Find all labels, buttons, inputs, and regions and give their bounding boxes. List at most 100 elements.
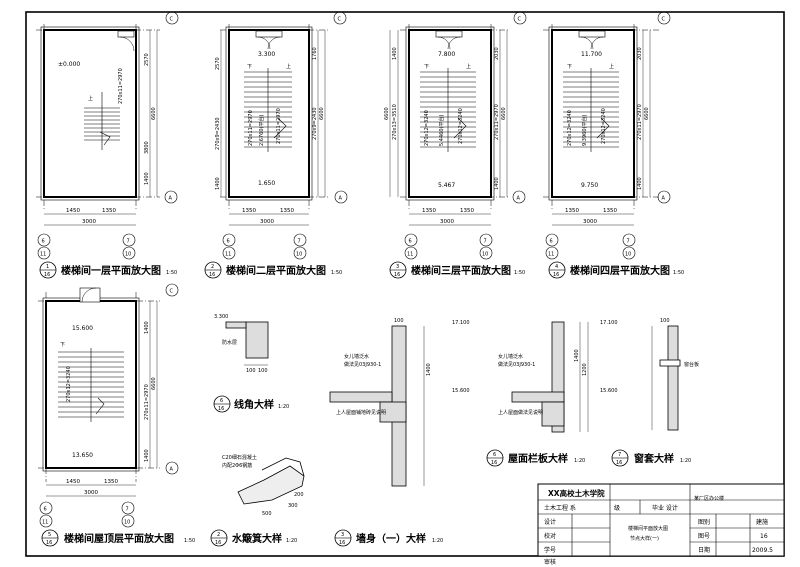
svg-text:6600: 6600: [319, 107, 325, 120]
svg-text:15.600: 15.600: [600, 388, 618, 394]
svg-text:300: 300: [288, 503, 298, 509]
svg-text:7.800: 7.800: [438, 51, 455, 58]
svg-text:17.100: 17.100: [600, 320, 618, 326]
svg-text:上: 上: [88, 95, 93, 102]
svg-text:上: 上: [466, 63, 471, 70]
title-block: XX高校土木学院 土木工程 系 级 毕业 设计 某厂区办公楼 设计 校对 学号 …: [537, 483, 785, 566]
svg-text:9.750: 9.750: [581, 182, 598, 189]
svg-text:1400: 1400: [426, 363, 432, 376]
svg-text:16: 16: [44, 272, 50, 278]
svg-text:2570: 2570: [215, 57, 221, 70]
tb-project: 毕业 设计: [652, 504, 678, 512]
svg-text:4: 4: [555, 264, 558, 270]
tb-drawing-no-label: 图别: [698, 518, 710, 526]
svg-text:1400: 1400: [494, 177, 500, 190]
svg-text:270x11=2970: 270x11=2970: [276, 108, 282, 144]
svg-text:1:20: 1:20: [286, 538, 297, 544]
svg-text:16: 16: [215, 540, 221, 546]
svg-text:13.650: 13.650: [72, 452, 93, 459]
plan-5-title: 楼梯间屋顶层平面放大图: [64, 532, 174, 545]
tb-class: 级: [614, 504, 620, 512]
svg-text:6: 6: [44, 507, 47, 513]
svg-text:16: 16: [491, 460, 497, 466]
svg-text:1760: 1760: [312, 47, 318, 60]
svg-text:C: C: [170, 289, 174, 295]
svg-text:2030: 2030: [637, 47, 643, 60]
detail-window-surround: 窗台板 100 7 16 窗套大样 1:20: [611, 318, 699, 467]
svg-text:10: 10: [124, 520, 130, 526]
svg-text:1:20: 1:20: [680, 458, 691, 464]
tb-date-label: 日期: [698, 546, 710, 554]
svg-text:C: C: [662, 17, 666, 23]
svg-text:7: 7: [484, 239, 487, 245]
detail-splash-block: C20细石混凝土 内配2Φ6钢筋 500 300 200 2 16 水簸箕大样 …: [210, 454, 305, 547]
svg-text:16: 16: [616, 460, 622, 466]
svg-text:16: 16: [218, 406, 224, 412]
tb-sheet-no-value: 16: [760, 533, 768, 540]
svg-text:6: 6: [227, 239, 230, 245]
svg-text:16: 16: [46, 540, 52, 546]
svg-text:2030: 2030: [494, 47, 500, 60]
svg-text:6600: 6600: [501, 107, 507, 120]
svg-text:270x11=2970: 270x11=2970: [144, 384, 150, 420]
svg-text:11: 11: [548, 252, 554, 258]
svg-text:15.600: 15.600: [72, 325, 93, 332]
svg-text:16: 16: [339, 540, 345, 546]
svg-text:2: 2: [211, 264, 214, 270]
svg-text:1400: 1400: [574, 349, 580, 362]
svg-text:做法见03J930-1: 做法见03J930-1: [344, 361, 381, 368]
svg-text:A: A: [339, 196, 343, 202]
svg-text:270x12=3240: 270x12=3240: [66, 366, 72, 402]
svg-text:17.100: 17.100: [452, 320, 470, 326]
svg-text:10: 10: [125, 252, 131, 258]
svg-text:3: 3: [396, 264, 399, 270]
svg-text:7: 7: [127, 239, 130, 245]
svg-text:1350: 1350: [104, 479, 118, 485]
svg-text:上: 上: [286, 63, 291, 70]
svg-text:窗台板: 窗台板: [684, 361, 699, 368]
svg-text:5: 5: [48, 532, 51, 538]
svg-text:6: 6: [493, 452, 496, 458]
svg-text:1350: 1350: [422, 208, 436, 214]
detail-wall-section-title: 墙身（一）大样: [356, 532, 426, 545]
svg-text:C: C: [338, 17, 342, 23]
detail-splash-block-title: 水簸箕大样: [231, 532, 282, 545]
svg-text:10: 10: [625, 252, 631, 258]
svg-text:7: 7: [627, 239, 630, 245]
tb-row-label: 学号: [544, 546, 556, 554]
plan-4: 11.700 9.750 下 上 270x12=3240 9.3960(平台) …: [543, 11, 684, 279]
svg-text:3000: 3000: [82, 219, 96, 225]
svg-text:防水层: 防水层: [222, 339, 237, 346]
svg-text:100: 100: [660, 318, 670, 324]
svg-text:1400: 1400: [144, 321, 150, 334]
detail-moulding: 3.300 防水层 100 100 6 16 线角大样 1:20: [213, 314, 289, 413]
svg-text:6600: 6600: [644, 107, 650, 120]
plan-2: 3.300 1.650 下 上 270x11=2970 2.6760(平台) 2…: [204, 11, 348, 279]
svg-text:500: 500: [262, 511, 272, 517]
svg-text:2: 2: [217, 532, 220, 538]
detail-moulding-title: 线角大样: [234, 398, 274, 411]
svg-text:100: 100: [258, 368, 268, 374]
svg-text:7: 7: [126, 507, 129, 513]
svg-text:2.6760(平台): 2.6760(平台): [258, 115, 265, 146]
svg-text:1.650: 1.650: [258, 180, 275, 187]
svg-text:3.300: 3.300: [214, 314, 228, 320]
plan-5: 15.600 13.650 270x12=3240 下 1400 270x11=…: [38, 283, 195, 547]
svg-text:270x11=2970: 270x11=2970: [118, 68, 124, 104]
svg-text:6: 6: [550, 239, 553, 245]
detail-parapet-title: 屋面栏板大样: [508, 452, 568, 465]
svg-text:内配2Φ6钢筋: 内配2Φ6钢筋: [222, 462, 252, 469]
plan-1: 上 270x11=2970 ±0.000 2570 3800 1400 6600…: [36, 11, 179, 279]
plan-4-title: 楼梯间四层平面放大图: [570, 264, 670, 277]
svg-text:10: 10: [482, 252, 488, 258]
svg-text:11.700: 11.700: [581, 51, 602, 58]
svg-text:3800: 3800: [144, 141, 150, 154]
svg-text:做法见03J930-1: 做法见03J930-1: [498, 361, 535, 368]
svg-text:1:20: 1:20: [278, 404, 289, 410]
svg-text:100: 100: [394, 318, 404, 324]
svg-text:270x12=3240: 270x12=3240: [601, 108, 607, 144]
svg-text:270x13=3510: 270x13=3510: [392, 104, 398, 140]
svg-text:5.4460(平台): 5.4460(平台): [438, 115, 445, 146]
tb-sheet-no-label: 图号: [698, 533, 710, 540]
svg-text:1350: 1350: [565, 208, 579, 214]
